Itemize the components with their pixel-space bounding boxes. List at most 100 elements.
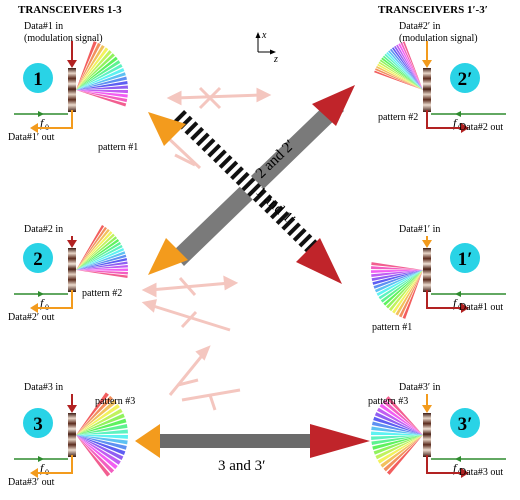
fan-ray	[398, 270, 423, 318]
fan-ray	[76, 60, 121, 90]
data-out-arrow	[426, 455, 465, 474]
fan-ray	[76, 236, 118, 270]
fan-ray	[76, 41, 97, 90]
fan-ray	[373, 270, 423, 289]
arrowhead	[38, 111, 44, 117]
pattern-label: pattern #2	[378, 112, 418, 123]
fan-ray	[378, 270, 423, 300]
radiation-fan	[371, 396, 423, 475]
fan-ray	[76, 254, 127, 270]
transceiver-badge	[450, 63, 480, 93]
data-out-arrow	[34, 455, 73, 474]
arrowhead	[30, 123, 38, 133]
fan-ray	[76, 44, 105, 90]
data-out-label: Data#3′ out	[8, 477, 55, 488]
data-out-arrow	[34, 110, 73, 129]
fan-ray	[76, 423, 128, 435]
fan-ray	[386, 270, 423, 309]
fan-ray	[388, 50, 423, 90]
fan-ray	[375, 435, 423, 460]
header-left: TRANSCEIVERS 1-3	[18, 4, 122, 16]
fan-ray	[376, 407, 423, 435]
arrowhead	[30, 303, 38, 313]
pattern-label: pattern #3	[95, 396, 135, 407]
fan-ray	[378, 61, 423, 90]
data-in-label: Data#1′ in	[399, 224, 440, 235]
fan-ray	[371, 262, 423, 270]
fan-ray	[76, 435, 111, 477]
arrowhead	[38, 291, 44, 297]
fan-ray	[383, 435, 423, 472]
fan-ray	[76, 408, 123, 435]
fan-ray	[76, 42, 101, 90]
fan-ray	[377, 63, 423, 90]
arrowhead	[67, 240, 77, 248]
arrowhead	[38, 456, 44, 462]
fan-ray	[76, 248, 125, 270]
arrowhead	[455, 291, 461, 297]
data-out-label: Data#2′ out	[8, 312, 55, 323]
arrowhead	[455, 111, 461, 117]
arrowhead	[30, 468, 38, 478]
transceiver-id: 1	[33, 69, 43, 90]
fan-ray	[402, 270, 423, 319]
fan-ray	[396, 44, 423, 90]
fan-ray	[76, 226, 108, 270]
fan-ray	[371, 435, 423, 441]
fan-ray	[76, 258, 128, 270]
fan-ray	[371, 435, 423, 446]
data-out-label: Data#2 out	[459, 122, 503, 133]
antenna-element	[423, 413, 431, 457]
fan-ray	[371, 421, 423, 435]
data-out-label: Data#3 out	[459, 467, 503, 478]
antenna-element	[68, 68, 76, 112]
fan-ray	[383, 270, 423, 306]
fan-ray	[76, 85, 128, 90]
fan-ray	[384, 53, 423, 90]
fan-ray	[76, 64, 123, 90]
fan-ray	[76, 435, 115, 474]
carrier-frequency-label: f	[453, 461, 458, 475]
header-right: TRANSCEIVERS 1′-3′	[378, 4, 488, 16]
fan-ray	[398, 43, 423, 90]
beam-3-3prime	[135, 424, 370, 458]
fan-ray	[371, 270, 423, 282]
beam-2-2prime	[148, 85, 355, 275]
fan-ray	[76, 418, 127, 435]
fan-ray	[76, 435, 118, 470]
fan-ray	[76, 238, 120, 270]
transceiver-id: 3′	[458, 414, 473, 435]
fan-ray	[388, 270, 423, 312]
fan-ray	[380, 270, 423, 303]
pattern-label: pattern #3	[368, 396, 408, 407]
data-in-note: (modulation signal)	[399, 33, 478, 44]
arrowhead	[461, 468, 469, 478]
fan-ray	[76, 47, 109, 90]
fan-ray	[76, 90, 127, 107]
fan-ray	[76, 251, 126, 270]
fan-ray	[76, 224, 105, 270]
arrowhead	[67, 60, 77, 68]
fan-ray	[76, 399, 117, 435]
data-in-label: Data#1 in	[24, 21, 63, 32]
transceiver-badge	[450, 243, 480, 273]
fan-ray	[76, 435, 128, 439]
fan-ray	[76, 264, 128, 270]
transceiver-badge	[450, 408, 480, 438]
fan-ray	[377, 435, 423, 464]
carrier-frequency-label: f	[453, 296, 458, 310]
fan-ray	[375, 68, 423, 90]
fan-ray	[76, 435, 126, 455]
antenna-element	[68, 413, 76, 457]
transceiver-id: 2′	[458, 69, 473, 90]
beam-1-1prime	[148, 108, 342, 284]
fan-ray	[392, 270, 423, 314]
carrier-frequency-label: f	[40, 116, 45, 130]
antenna-element	[68, 248, 76, 292]
fan-ray	[76, 53, 115, 90]
